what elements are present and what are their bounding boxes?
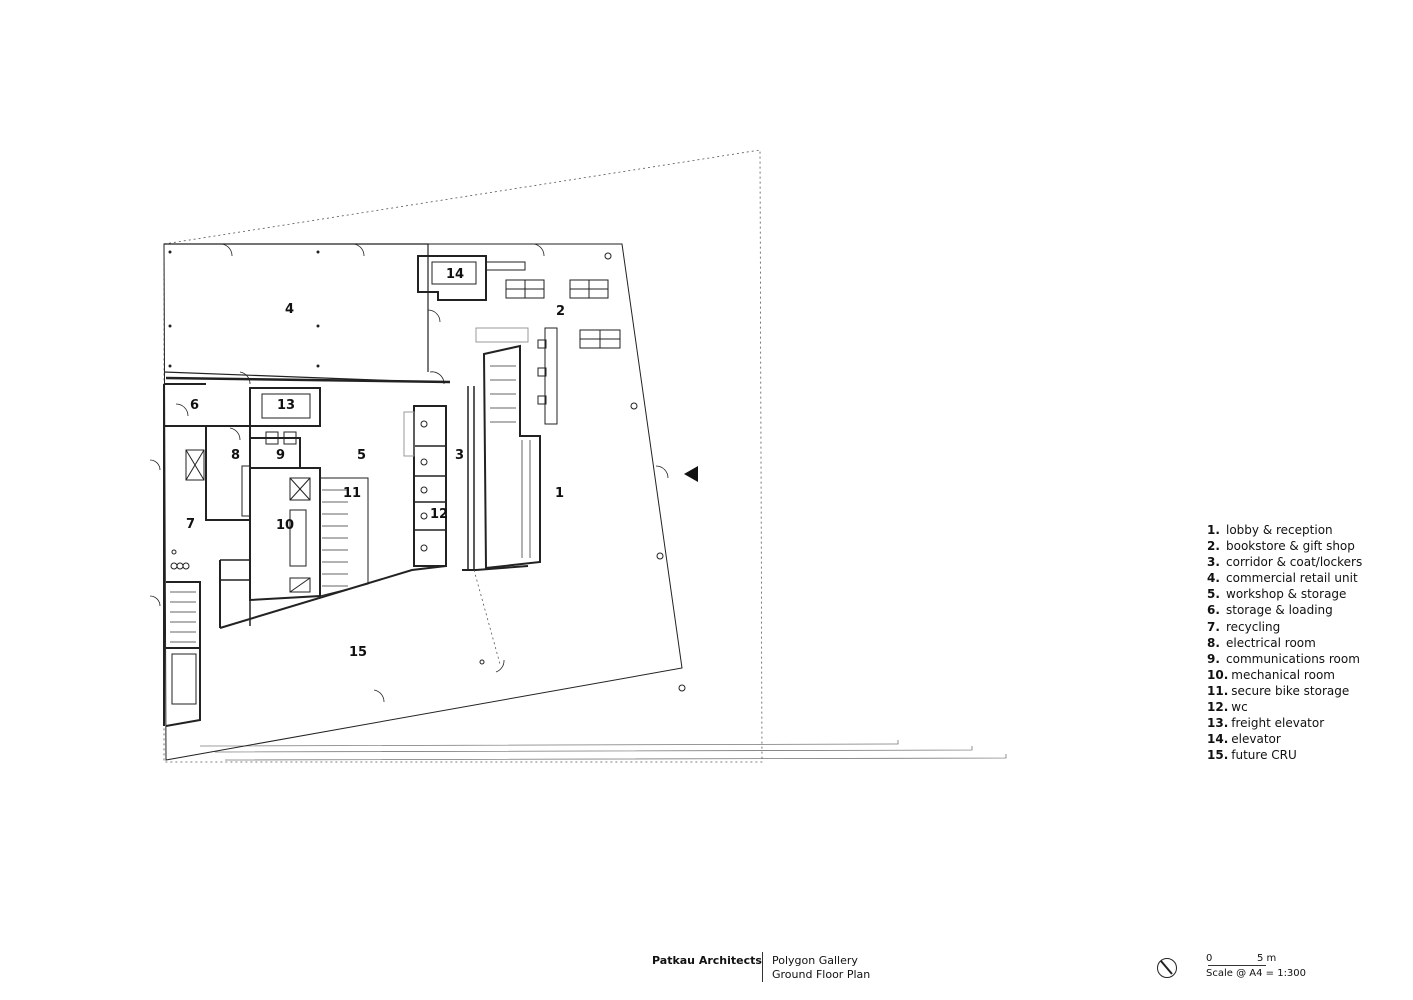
legend-label: mechanical room — [1231, 667, 1335, 682]
room-label-13: 13 — [277, 398, 295, 413]
legend-item: 3. corridor & coat/lockers — [1207, 554, 1362, 570]
room-legend: 1. lobby & reception 2. bookstore & gift s… — [1207, 522, 1362, 763]
room-label-8: 8 — [231, 448, 240, 463]
legend-number: 3. — [1207, 555, 1220, 570]
legend-label: lobby & reception — [1226, 523, 1333, 537]
exterior-steps — [199, 740, 1007, 761]
legend-item: 11.secure bike storage — [1207, 683, 1362, 699]
room-label-1: 1 — [555, 486, 564, 501]
legend-number: 13. — [1207, 716, 1229, 731]
legend-item: 5. workshop & storage — [1207, 586, 1362, 602]
legend-number: 6. — [1207, 603, 1220, 618]
legend-label: elevator — [1231, 732, 1281, 747]
room-label-5: 5 — [357, 448, 366, 463]
scale-text: Scale @ A4 = 1:300 — [1206, 968, 1307, 979]
legend-label: communications room — [1226, 651, 1360, 666]
legend-number: 15. — [1207, 748, 1229, 763]
project-info: Polygon Gallery Ground Floor Plan — [772, 954, 870, 982]
main-stair — [482, 344, 541, 570]
drawing-title: Ground Floor Plan — [772, 968, 871, 981]
legend-item: 12.wc — [1207, 699, 1362, 715]
room-label-7: 7 — [186, 517, 195, 532]
room-label-3: 3 — [455, 448, 464, 463]
room-label-15: 15 — [349, 645, 367, 660]
room-label-9: 9 — [276, 448, 285, 463]
legend-number: 11. — [1207, 683, 1229, 698]
room-label-11: 11 — [343, 486, 361, 501]
legend-item: 4. commercial retail unit — [1207, 570, 1362, 586]
legend-number: 2. — [1207, 539, 1220, 554]
legend-number: 12. — [1207, 700, 1229, 715]
legend-item: 15.future CRU — [1207, 747, 1362, 763]
legend-number: 8. — [1207, 635, 1220, 650]
freight-elevator — [249, 387, 321, 427]
building-outline — [163, 243, 683, 761]
room-label-14: 14 — [446, 267, 464, 282]
room-label-2: 2 — [556, 304, 565, 319]
legend-item: 9. communications room — [1207, 651, 1362, 667]
room-label-6: 6 — [190, 398, 199, 413]
legend-item: 8. electrical room — [1207, 635, 1362, 651]
workshop-boundary — [219, 565, 447, 629]
north-arrow-icon — [1157, 958, 1177, 978]
legend-label: freight elevator — [1231, 716, 1325, 731]
room-label-12: 12 — [430, 507, 448, 522]
scale-bar — [1208, 965, 1266, 966]
corridor-wall — [467, 386, 475, 570]
room-label-4: 4 — [285, 302, 294, 317]
electrical-room — [205, 425, 251, 521]
legend-number: 14. — [1207, 732, 1229, 747]
legend-number: 10. — [1207, 667, 1229, 682]
legend-label: recycling — [1226, 619, 1281, 634]
room-label-10: 10 — [276, 518, 294, 533]
legend-label: workshop & storage — [1226, 587, 1347, 602]
entrance-arrow-icon — [684, 466, 698, 482]
project-name: Polygon Gallery — [772, 954, 858, 967]
legend-label: corridor & coat/lockers — [1226, 555, 1363, 570]
legend-label: storage & loading — [1226, 603, 1333, 618]
scale-zero-label: 0 — [1206, 953, 1213, 964]
bike-storage — [319, 477, 369, 597]
scale-five-label: 5 m — [1257, 953, 1277, 964]
door-swings — [149, 243, 669, 703]
legend-item: 10.mechanical room — [1207, 667, 1362, 683]
legend-label: wc — [1231, 700, 1248, 715]
legend-label: electrical room — [1226, 635, 1316, 650]
firm-name: Patkau Architects — [652, 954, 762, 967]
legend-number: 5. — [1207, 587, 1220, 602]
legend-item: 2. bookstore & gift shop — [1207, 538, 1362, 554]
wc-block — [413, 405, 447, 567]
legend-item: 7. recycling — [1207, 619, 1362, 635]
legend-number: 9. — [1207, 651, 1220, 666]
legend-label: secure bike storage — [1231, 683, 1350, 698]
legend-label: bookstore & gift shop — [1226, 539, 1355, 554]
legend-number: 1. — [1207, 523, 1220, 537]
title-divider — [762, 952, 763, 982]
legend-item: 14.elevator — [1207, 731, 1362, 747]
legend-item: 1. lobby & reception — [1207, 522, 1362, 538]
legend-number: 4. — [1207, 571, 1220, 586]
retail-unit-walls — [163, 243, 429, 383]
elevator-shaft — [417, 255, 487, 301]
legend-label: commercial retail unit — [1226, 571, 1358, 586]
legend-number: 7. — [1207, 619, 1220, 634]
loading-area — [163, 383, 206, 726]
legend-label: future CRU — [1231, 748, 1297, 763]
legend-item: 6. storage & loading — [1207, 602, 1362, 618]
legend-item: 13.freight elevator — [1207, 715, 1362, 731]
